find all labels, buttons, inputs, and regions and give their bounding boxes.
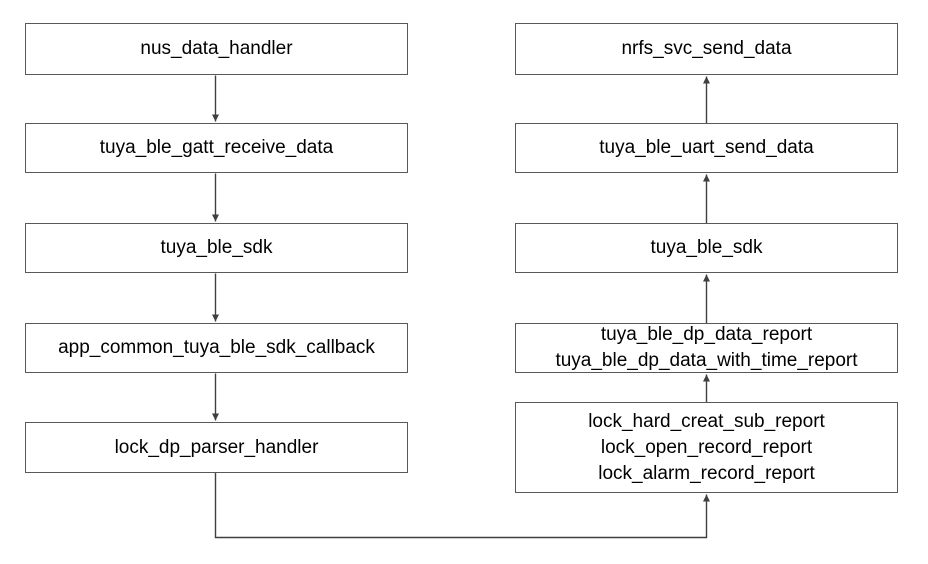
node-app-common-tuya-ble-sdk-callback: app_common_tuya_ble_sdk_callback [25,323,408,373]
node-nus-data-handler: nus_data_handler [25,23,408,75]
node-tuya-ble-sdk-right: tuya_ble_sdk [515,223,898,273]
node-tuya-ble-gatt-receive-data: tuya_ble_gatt_receive_data [25,123,408,173]
node-label: nrfs_svc_send_data [621,38,792,59]
node-tuya-ble-sdk-left: tuya_ble_sdk [25,223,408,273]
node-lock-dp-parser-handler: lock_dp_parser_handler [25,422,408,473]
node-label: lock_open_record_report [600,436,813,458]
node-tuya-ble-dp-data-report: tuya_ble_dp_data_report tuya_ble_dp_data… [515,323,898,373]
node-label: lock_dp_parser_handler [114,436,319,458]
node-label: tuya_ble_uart_send_data [599,137,814,158]
node-label: tuya_ble_dp_data_report [600,324,813,345]
node-label: lock_alarm_record_report [598,462,815,484]
node-nrfs-svc-send-data: nrfs_svc_send_data [515,23,898,75]
node-tuya-ble-uart-send-data: tuya_ble_uart_send_data [515,123,898,173]
node-label: lock_hard_creat_sub_report [588,410,825,432]
node-label: tuya_ble_sdk [650,237,763,258]
node-lock-reports: lock_hard_creat_sub_report lock_open_rec… [515,402,898,493]
node-label: tuya_ble_sdk [160,237,273,258]
node-label: tuya_ble_dp_data_with_time_report [555,350,858,371]
node-label: nus_data_handler [140,38,293,59]
node-label: app_common_tuya_ble_sdk_callback [58,337,375,358]
node-label: tuya_ble_gatt_receive_data [99,137,334,158]
